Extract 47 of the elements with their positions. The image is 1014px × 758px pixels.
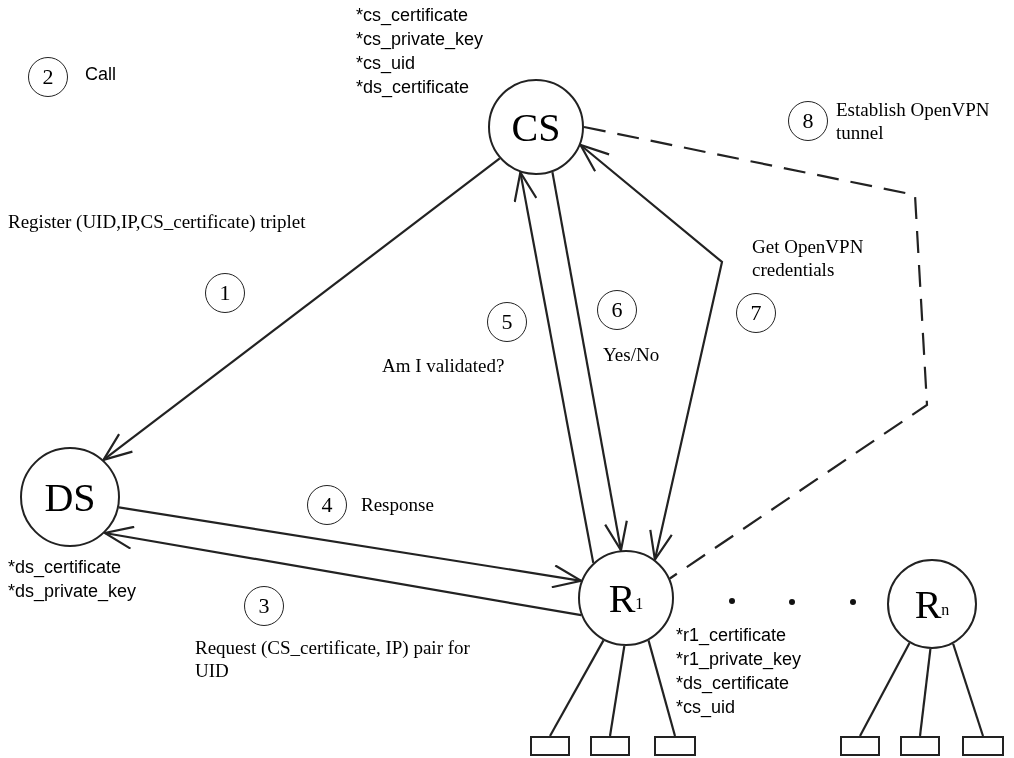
node-note: Am I validated? xyxy=(382,355,505,378)
arrow xyxy=(118,506,583,589)
step-number: 1 xyxy=(205,273,245,313)
dashed-connector xyxy=(583,125,929,580)
connector-line xyxy=(549,639,605,737)
server-circle: CS xyxy=(488,79,584,175)
step-number: 4 xyxy=(307,485,347,525)
device-box xyxy=(840,736,880,756)
step-number: 5 xyxy=(487,302,527,342)
node-note: *cs_certificate xyxy=(356,5,469,27)
node-note: *r1_certificate xyxy=(676,625,787,647)
node-note: Establish OpenVPN tunnel xyxy=(836,99,991,145)
arrow xyxy=(103,525,582,617)
device-box xyxy=(654,736,696,756)
step-number: 7 xyxy=(736,293,776,333)
node-note: *ds_certificate xyxy=(8,557,122,579)
node-note: Yes/No xyxy=(603,344,660,367)
node-note: Request (CS_certificate, IP) pair for UID xyxy=(195,637,471,683)
node-note: Response xyxy=(361,494,434,517)
step-number: 8 xyxy=(788,101,828,141)
node-note: *ds_certificate xyxy=(676,673,790,695)
connector-line xyxy=(952,643,985,737)
node-note: *ds_certificate xyxy=(356,77,470,99)
arrow xyxy=(579,143,724,561)
step-number: 2 xyxy=(28,57,68,97)
step-number: 3 xyxy=(244,586,284,626)
connector-line xyxy=(859,642,911,737)
node-note: *cs_private_key xyxy=(356,29,484,51)
node-note: *cs_uid xyxy=(676,697,736,719)
connector-line xyxy=(647,640,677,737)
node-note: Call xyxy=(85,64,116,86)
device-box xyxy=(530,736,570,756)
node-note: *cs_uid xyxy=(356,53,416,75)
device-box xyxy=(962,736,1004,756)
node-note: *ds_private_key xyxy=(8,581,137,603)
connector-line xyxy=(918,648,932,737)
arrow xyxy=(513,171,595,564)
connector-line xyxy=(608,645,626,737)
arrow xyxy=(102,157,501,461)
server-circle: DS xyxy=(20,447,120,547)
device-box xyxy=(590,736,630,756)
step-number: 6 xyxy=(597,290,637,330)
arrow xyxy=(551,171,628,552)
node-note: Register (UID,IP,CS_certificate) triplet xyxy=(8,211,306,234)
node-note: *r1_private_key xyxy=(676,649,802,671)
device-box xyxy=(900,736,940,756)
node-note: Get OpenVPN credentials xyxy=(752,236,865,282)
